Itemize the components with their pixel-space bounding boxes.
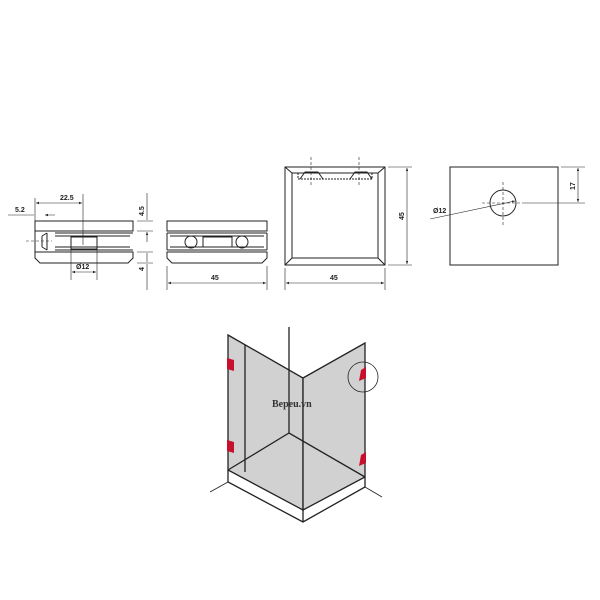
top-view: 45 45 [284,157,412,290]
dim-top-45-vertical: 45 [399,212,406,220]
glass-plate-view: Ø12 17 [429,166,585,266]
dim-22-5: 22.5 [60,195,74,202]
side-view: 22.5 5.2 Ø12 4.5 4 [8,193,153,290]
front-view: 45 [166,220,268,290]
shower-enclosure: Bepeu.vn [209,327,383,523]
dim-4-5: 4.5 [139,206,146,216]
dim-pin-diameter: Ø12 [76,264,89,271]
dim-4: 4 [139,267,146,271]
dim-hole-diameter: Ø12 [433,208,446,215]
dim-top-45-horizontal: 45 [330,275,338,282]
watermark: Bepeu.vn [272,399,312,410]
dim-front-45: 45 [211,275,219,282]
dim-17: 17 [570,182,577,190]
dim-5-2: 5.2 [15,207,25,214]
hinge-icon [227,358,366,466]
